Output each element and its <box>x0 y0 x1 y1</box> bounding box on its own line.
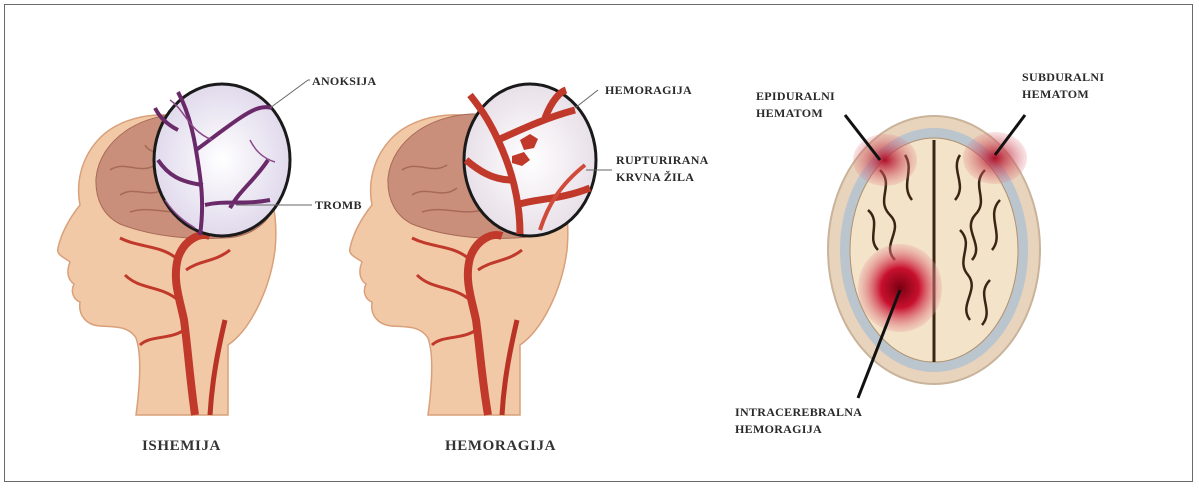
label-hemoragija: HEMORAGIJA <box>605 83 692 98</box>
caption-ishemija: ISHEMIJA <box>142 438 221 455</box>
label-intracerebralna-line2: HEMORAGIJA <box>735 422 822 437</box>
head-hemoragija <box>350 84 596 415</box>
brain-axial <box>828 116 1040 384</box>
leader-anoksija <box>270 80 308 108</box>
head-ishemija <box>58 84 290 415</box>
leader-hemoragija <box>575 90 598 108</box>
label-epiduralni-line1: EPIDURALNI <box>756 89 835 104</box>
label-subduralni-line2: HEMATOM <box>1022 87 1089 102</box>
label-rupturirana-line2: KRVNA ŽILA <box>616 170 694 185</box>
label-tromb: TROMB <box>315 198 362 213</box>
label-epiduralni-line2: HEMATOM <box>756 106 823 121</box>
caption-hemoragija: HEMORAGIJA <box>445 438 556 455</box>
label-rupturirana-line1: RUPTURIRANA <box>616 153 709 168</box>
label-intracerebralna-line1: INTRACEREBRALNA <box>735 405 862 420</box>
label-anoksija: ANOKSIJA <box>312 74 376 89</box>
label-subduralni-line1: SUBDURALNI <box>1022 70 1104 85</box>
